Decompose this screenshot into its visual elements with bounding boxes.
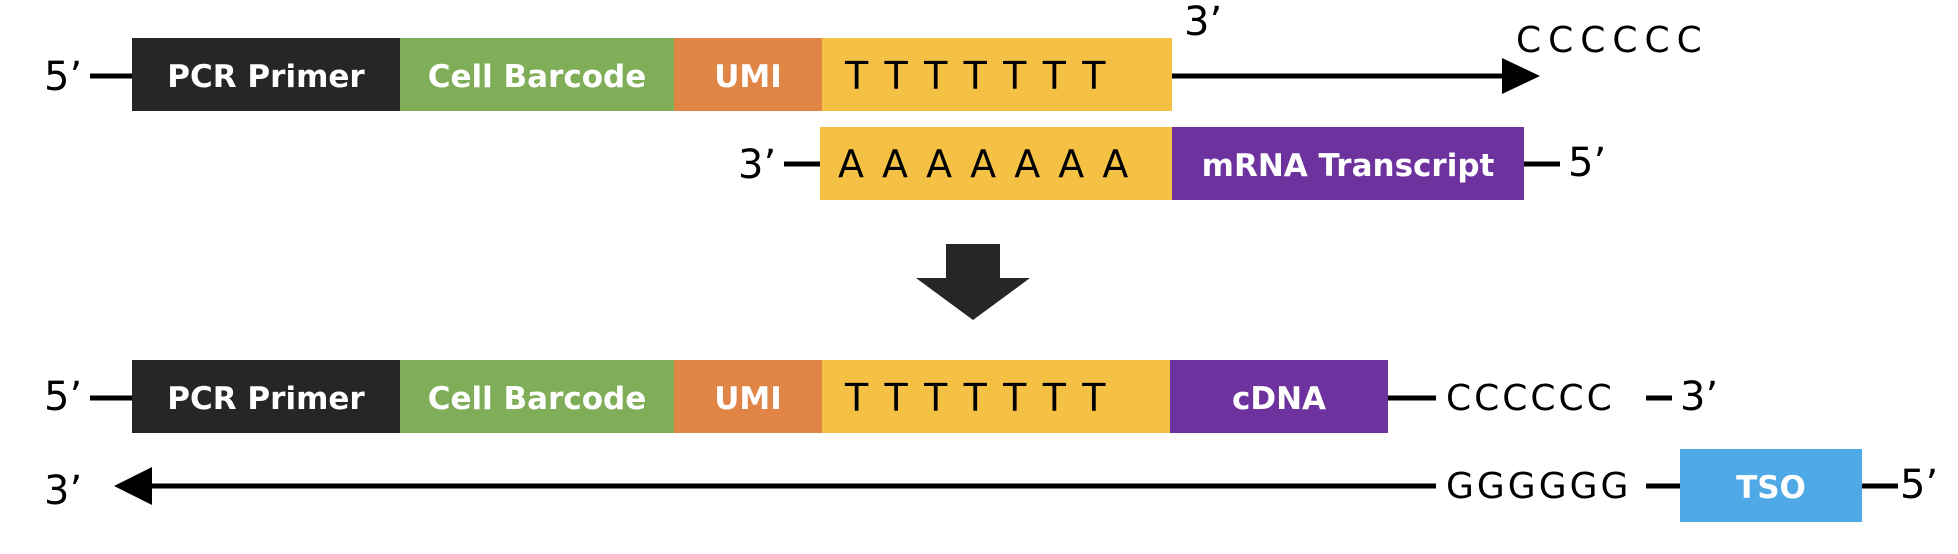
poly-a-label: AAAAAAA	[838, 142, 1145, 186]
product-umi-label: UMI	[714, 381, 782, 417]
c-overhang-label: CCCCCC	[1516, 20, 1709, 61]
g-sequence-label: GGGGGG	[1446, 466, 1631, 507]
poly-a-segment	[820, 127, 1172, 200]
tso-strand-3-prime-label: 3’	[44, 468, 82, 514]
tso-segment	[1680, 449, 1862, 522]
tso-strand-arrowhead	[114, 467, 152, 505]
product-c-overhang-label: CCCCCC	[1446, 378, 1615, 419]
capture-5-prime-label: 5’	[44, 54, 82, 100]
product-pcr-primer-segment	[132, 360, 400, 433]
umi-label: UMI	[714, 59, 782, 95]
poly-t-label: TTTTTTT	[844, 54, 1122, 98]
transcript-5-prime-label: 5’	[1568, 140, 1606, 186]
product-pcr-primer-label: PCR Primer	[167, 381, 365, 417]
pcr-primer-segment	[132, 38, 400, 111]
cdna-label: cDNA	[1232, 381, 1326, 417]
cell-barcode-label: Cell Barcode	[428, 59, 647, 95]
pcr-primer-label: PCR Primer	[167, 59, 365, 95]
tso-strand: 3’ GGGGGG TSO 5’	[44, 449, 1938, 522]
product-3-prime-label: 3’	[1680, 374, 1718, 420]
transcript-3-prime-label: 3’	[738, 142, 776, 188]
tso-label: TSO	[1736, 470, 1806, 506]
product-umi-segment	[674, 360, 822, 433]
extension-arrowhead	[1502, 58, 1540, 94]
product-cell-barcode-label: Cell Barcode	[428, 381, 647, 417]
product-cell-barcode-segment	[400, 360, 674, 433]
cdna-segment	[1170, 360, 1388, 433]
cell-barcode-segment	[400, 38, 674, 111]
cdna-product-strand: 5’ PCR Primer Cell Barcode UMI TTTTTTT c…	[44, 360, 1718, 433]
umi-segment	[674, 38, 822, 111]
product-poly-t-label: TTTTTTT	[844, 376, 1122, 420]
mrna-transcript-label: mRNA Transcript	[1202, 148, 1495, 184]
capture-3-prime-label: 3’	[1184, 0, 1222, 45]
poly-t-segment	[822, 38, 1172, 111]
mrna-transcript-strand: 3’ AAAAAAA mRNA Transcript 5’	[738, 127, 1606, 200]
mrna-transcript-segment	[1172, 127, 1524, 200]
product-5-prime-label: 5’	[44, 374, 82, 420]
tso-5-prime-label: 5’	[1900, 462, 1938, 508]
capture-oligo-strand: 5’ PCR Primer Cell Barcode UMI TTTTTTT 3…	[44, 0, 1709, 111]
product-poly-t-segment	[822, 360, 1170, 433]
down-arrow-icon	[916, 244, 1030, 320]
